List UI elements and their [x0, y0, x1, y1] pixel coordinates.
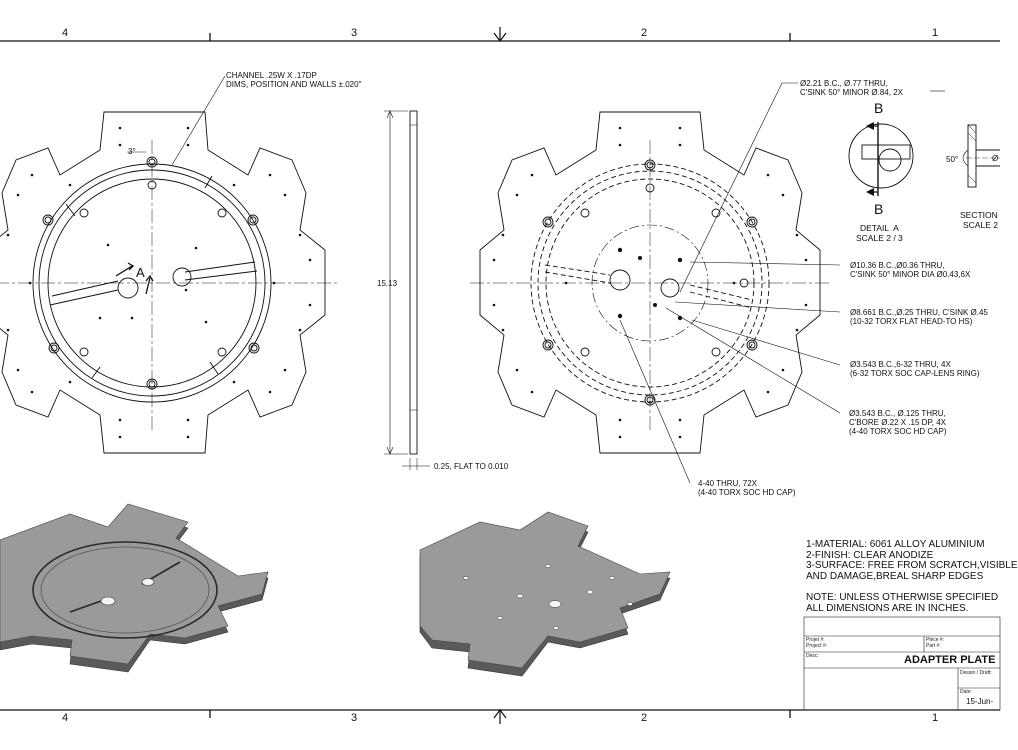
detail-circle — [848, 123, 914, 189]
zone-label-top-3: 3 — [351, 27, 358, 39]
detail-a — [848, 90, 945, 196]
title-block-frame — [803, 616, 1001, 711]
countersink-holes-right — [542, 159, 758, 406]
zone-label-bottom-4: 4 — [62, 712, 69, 724]
detail-channel — [861, 144, 911, 160]
date-value: 15-Jun- — [966, 697, 994, 706]
leader-lines-right — [619, 82, 841, 484]
angle-callout: 3° — [128, 147, 136, 156]
detail-a-label: DETAIL A — [860, 223, 899, 233]
hidden-channel-inner-right — [537, 170, 763, 396]
zone-label-bottom-3: 3 — [351, 712, 358, 724]
part-number-label: Pièce #: Part #: — [926, 637, 945, 649]
section-scale: SCALE 2 — [963, 220, 998, 230]
section-letter-bottom: B — [874, 201, 884, 217]
offset-bore-right — [660, 278, 680, 298]
zone-label-top-4: 4 — [62, 27, 69, 39]
front-view-left — [0, 75, 340, 454]
countersink-holes-left — [42, 156, 260, 390]
zone-label-bottom-2: 2 — [641, 712, 648, 724]
hole-1036-callout: Ø10.36 B.C.,Ø0.36 THRU, C'SINK 50° MINOR… — [850, 261, 971, 279]
center-bore-right — [609, 269, 631, 291]
center-mark-top — [493, 27, 507, 42]
star-plate-outline-right — [479, 111, 821, 454]
side-profile — [409, 110, 418, 455]
draft-label: Dessin / Draft: — [960, 670, 992, 676]
project-number-label: Projet #: Project #: — [806, 637, 828, 649]
section-dia: Ø — [992, 154, 999, 163]
offset-bore-left — [172, 267, 192, 287]
material-notes: 1-MATERIAL: 6061 ALLOY ALUMINIUM 2-FINIS… — [806, 539, 1018, 582]
hole-221-callout: Ø2.21 B.C., Ø.77 THRU, C'SINK 50° MINOR … — [800, 79, 903, 97]
small-holes-left — [6, 126, 312, 439]
zone-label-top-1: 1 — [932, 27, 939, 39]
side-view — [384, 110, 430, 470]
drawing-title: ADAPTER PLATE — [904, 654, 996, 666]
description-label: Desc: — [806, 653, 819, 659]
section-angle: 50° — [946, 155, 959, 164]
section-letter-top: B — [874, 100, 884, 116]
center-bore-left — [117, 277, 139, 299]
general-note: NOTE: UNLESS OTHERWISE SPECIFIED ALL DIM… — [806, 592, 999, 614]
height-dimension: 15.13 — [377, 279, 398, 288]
detail-a-scale: SCALE 2 / 3 — [856, 233, 903, 243]
hole-8661-callout: Ø8.661 B.C.,Ø.25 THRU, C'SINK Ø.45 (10-3… — [850, 308, 988, 326]
thickness-dimension: 0.25, FLAT TO 0.010 — [434, 462, 509, 471]
iso-view-left — [0, 503, 269, 673]
zone-label-bottom-1: 1 — [932, 712, 939, 724]
hole-3543b-callout: Ø3.543 B.C., Ø.125 THRU, C'BORE Ø.22 X .… — [849, 409, 947, 436]
channel-slot-left — [49, 261, 258, 306]
channel-callout: CHANNEL .25W X .17DP DIMS, POSITION AND … — [226, 71, 362, 89]
channel-branch-left — [65, 175, 219, 379]
star-plate-outline-left — [0, 111, 326, 454]
detail-a-marker: A — [136, 265, 145, 280]
zone-label-top-2: 2 — [641, 27, 648, 39]
small-holes-right — [492, 126, 808, 439]
front-view-right — [470, 82, 841, 484]
date-label: Date: — [960, 689, 972, 695]
hidden-slot-right — [544, 264, 753, 309]
detail-a-arrow — [115, 262, 154, 295]
iso-plate-top-left — [0, 503, 269, 665]
iso-view-right — [419, 511, 671, 677]
section-label: SECTION — [960, 210, 998, 220]
detail-bore — [878, 148, 902, 172]
section-b-b — [962, 124, 1000, 188]
iso-plate-top-right — [419, 511, 671, 669]
hole-440-callout: 4-40 THRU, 72X (4-40 TORX SOC HD CAP) — [698, 479, 796, 497]
channel-leader — [171, 75, 226, 166]
center-mark-bottom — [493, 709, 507, 724]
hole-3543a-callout: Ø3.543 B.C.,6-32 THRU, 4X (6-32 TORX SOC… — [850, 360, 980, 378]
iso-channel-left — [32, 541, 218, 639]
